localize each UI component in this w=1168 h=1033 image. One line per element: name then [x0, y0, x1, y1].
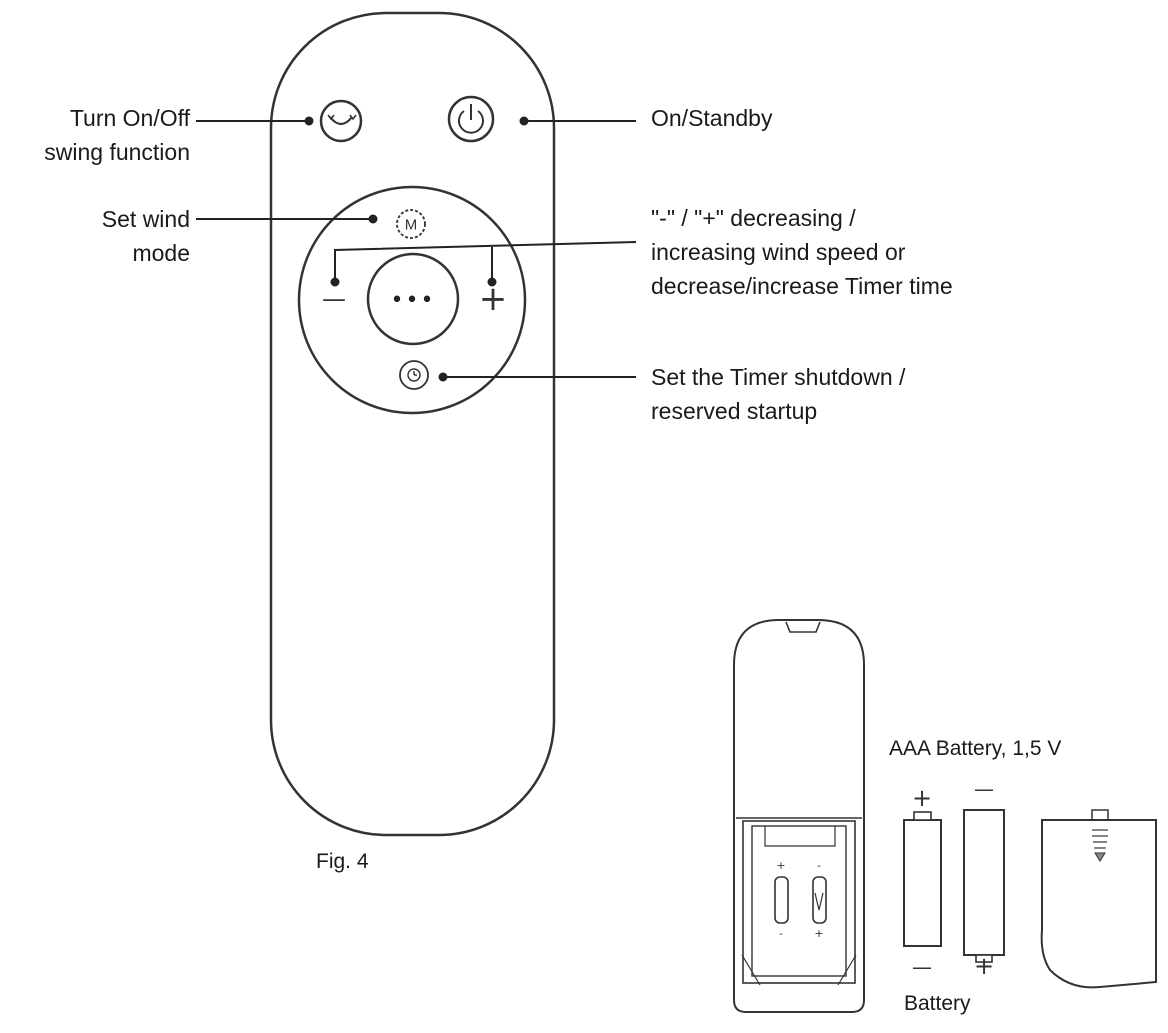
slot2-top-mark: - — [817, 859, 821, 872]
timer-button — [399, 360, 429, 390]
timer-label-line2: reserved startup — [651, 398, 818, 424]
minus-button: — — [322, 285, 346, 313]
remote-body — [269, 11, 556, 837]
speed-label-line3: decrease/increase Timer time — [651, 273, 953, 299]
callout-lines — [196, 116, 637, 382]
timer-label-line1: Set the Timer shutdown / — [651, 364, 906, 390]
swing-label: Turn On/Off swing function — [20, 101, 190, 169]
wind-mode-label-line2: mode — [132, 240, 190, 266]
power-button — [447, 95, 495, 143]
mode-letter: M — [405, 217, 418, 234]
center-dots: ••• — [391, 288, 436, 313]
slot1-bottom-mark: - — [779, 927, 783, 940]
battery1-top-mark: + — [912, 784, 932, 812]
battery2-bottom-mark: + — [974, 952, 994, 980]
battery-type-label: AAA Battery, 1,5 V — [889, 737, 1062, 760]
mode-button: M — [396, 209, 426, 239]
speed-label-line2: increasing wind speed or — [651, 239, 906, 265]
slot1-top-mark: + — [776, 859, 785, 872]
battery1-bottom-mark: — — [912, 955, 932, 979]
remote-back-view — [733, 619, 865, 1013]
swing-button — [319, 99, 363, 143]
swing-label-line1: Turn On/Off — [69, 105, 190, 131]
battery-2 — [963, 809, 1005, 963]
battery-cover — [1040, 809, 1157, 989]
battery2-top-mark: — — [974, 777, 994, 801]
center-button: ••• — [366, 252, 460, 346]
battery-polarity-marks: + — — + — [912, 777, 994, 980]
power-icon — [458, 104, 484, 134]
slot2-bottom-mark: + — [814, 927, 823, 940]
timer-label: Set the Timer shutdown / reserved startu… — [651, 360, 905, 428]
wind-mode-label: Set wind mode — [40, 202, 190, 270]
wind-mode-label-line1: Set wind — [101, 206, 190, 232]
power-label: On/Standby — [651, 105, 773, 131]
swing-label-line2: swing function — [44, 139, 190, 165]
figure-caption: Fig. 4 — [316, 850, 369, 873]
speed-label: "-" / "+" decreasing / increasing wind s… — [651, 201, 953, 303]
slot-polarity-marks: + - - + — [776, 859, 823, 940]
battery-caption: Battery — [904, 992, 971, 1015]
clock-icon — [407, 368, 421, 382]
battery-1 — [903, 811, 942, 947]
speed-label-line1: "-" / "+" decreasing / — [651, 205, 856, 231]
